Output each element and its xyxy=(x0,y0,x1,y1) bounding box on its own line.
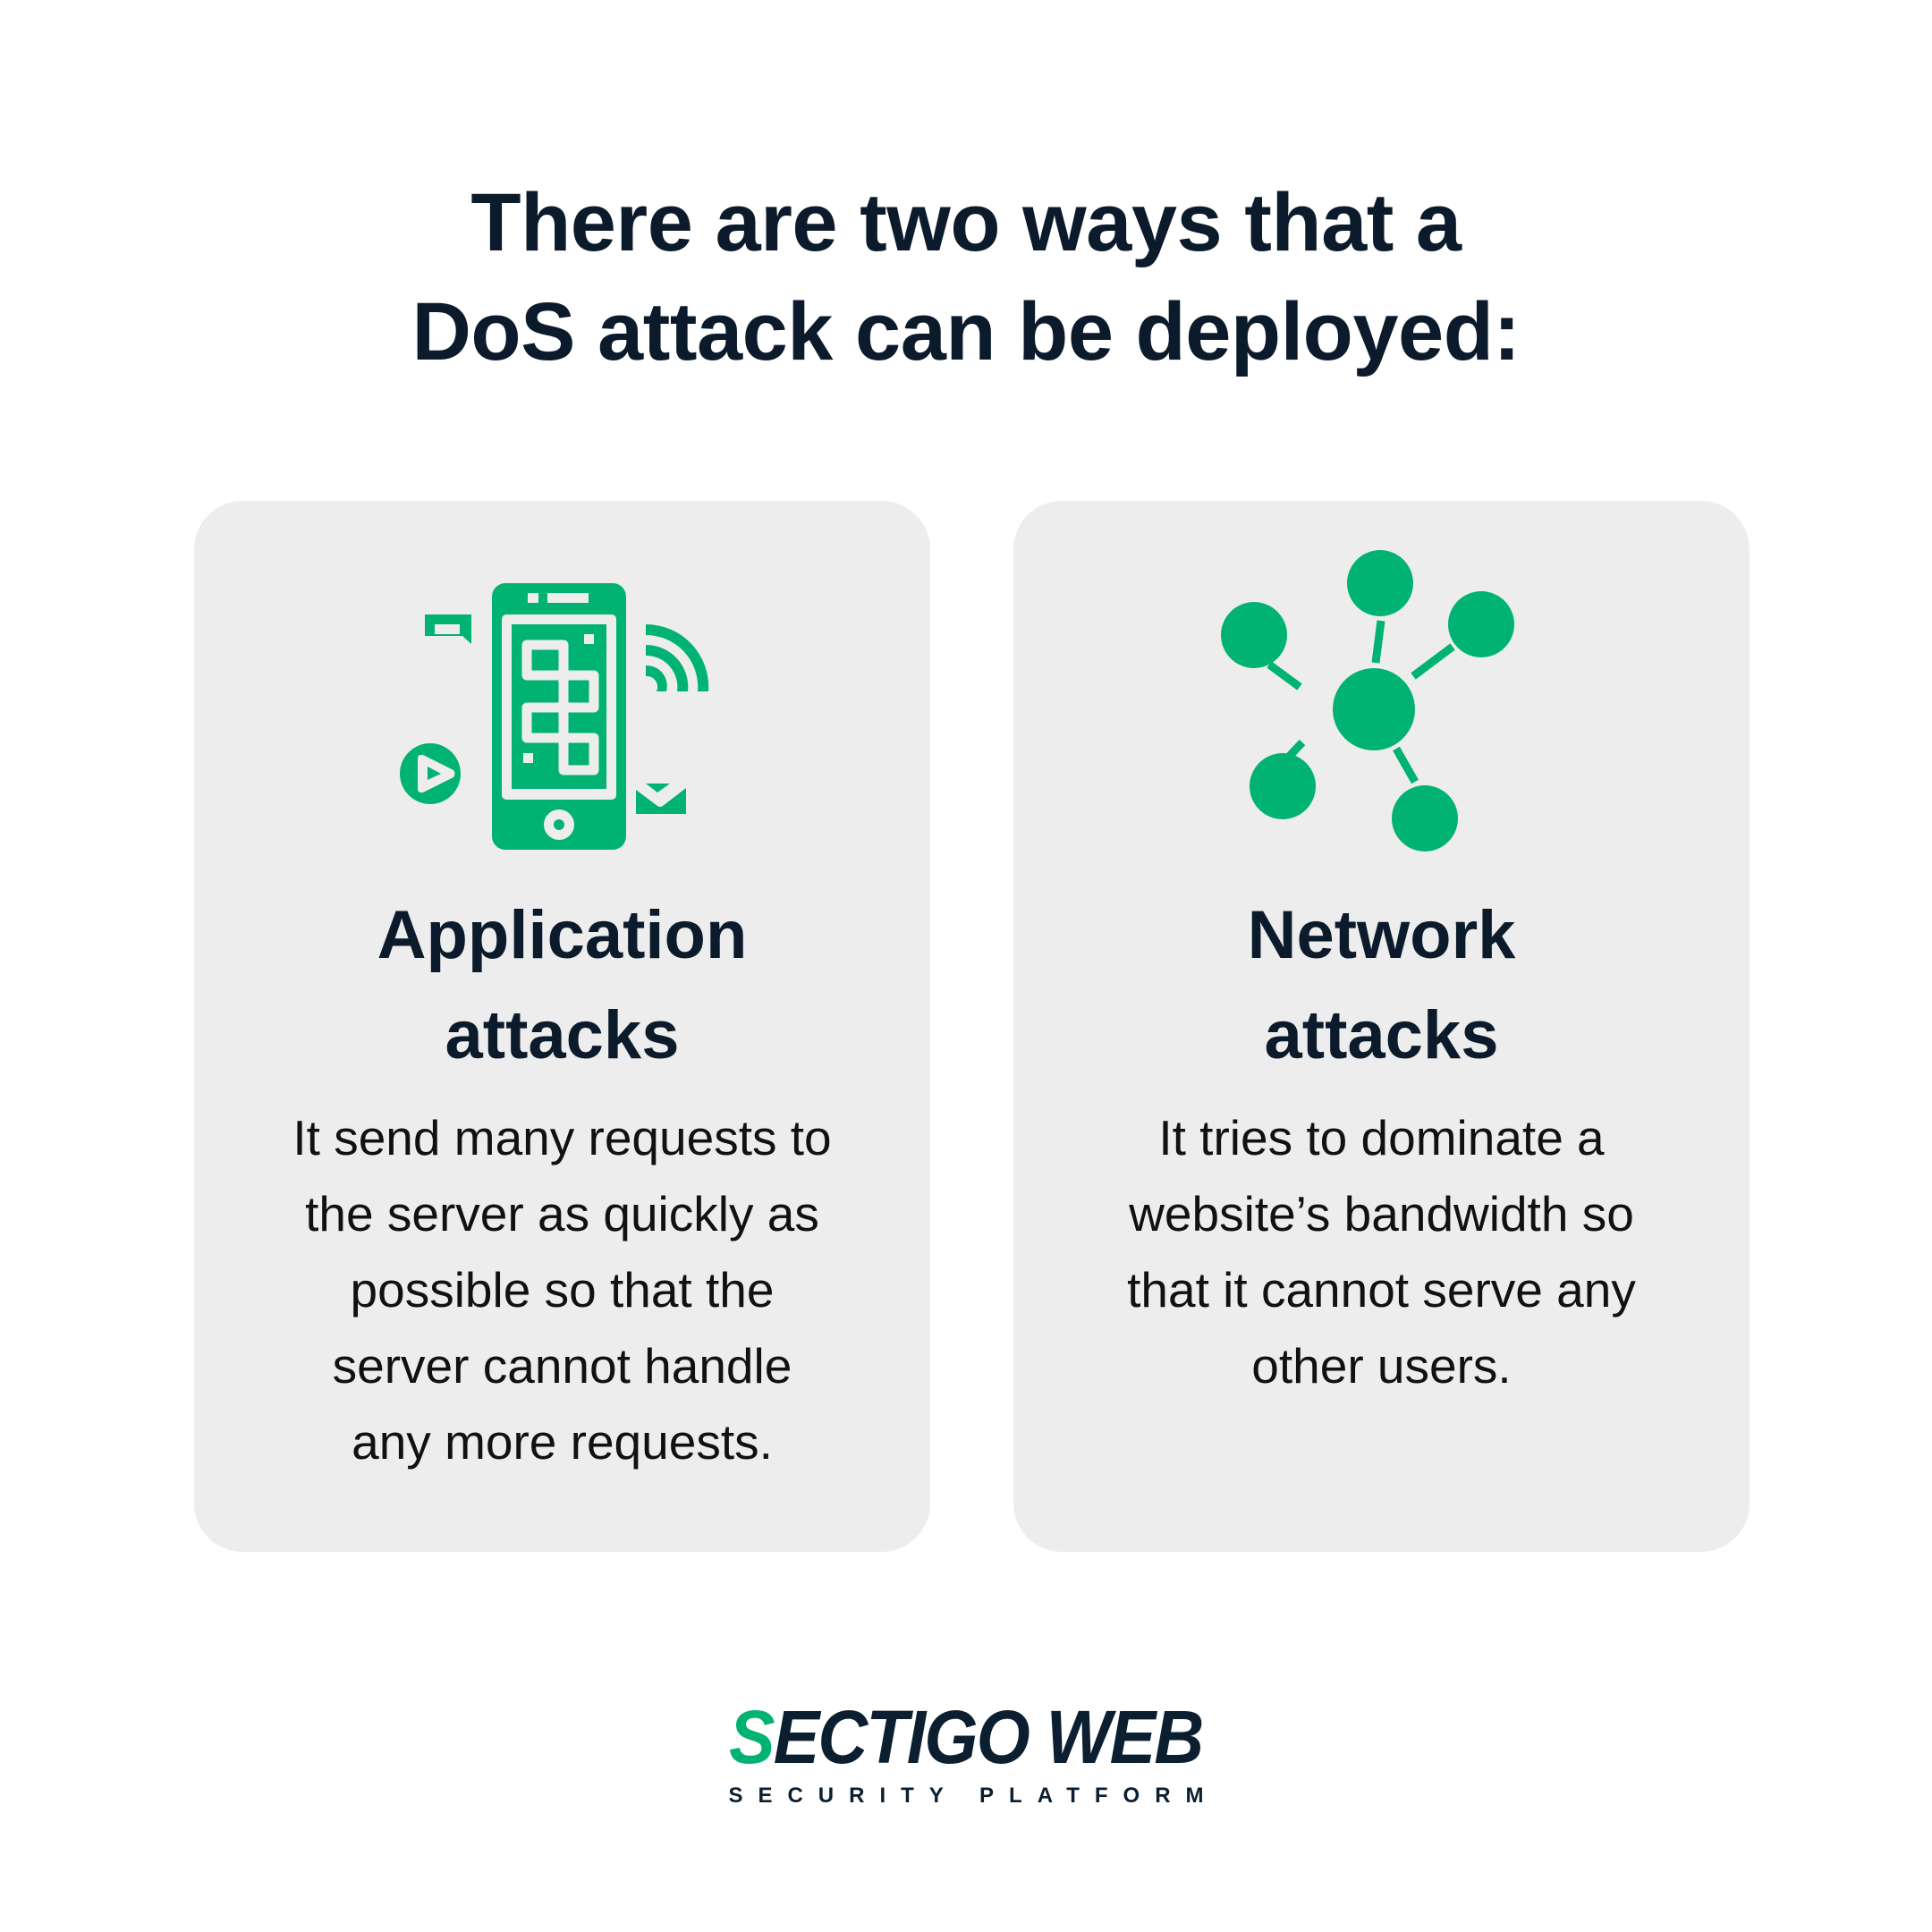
headline-line-2: DoS attack can be deployed: xyxy=(411,286,1521,377)
card-title: Network attacks xyxy=(1013,886,1750,1086)
card-title: Application attacks xyxy=(194,886,930,1086)
card-description-line: the server as quickly as xyxy=(305,1186,819,1241)
card-description-line: It send many requests to xyxy=(292,1110,832,1165)
logo-wordmark-text: ECTIGO WEB xyxy=(774,1695,1204,1779)
smartphone-apps-icon xyxy=(400,583,709,850)
card-description-line: any more requests. xyxy=(352,1414,773,1470)
sectigo-web-logo: SECTIGO WEB SECURITY PLATFORM xyxy=(0,1699,1932,1809)
card-description-line: website’s bandwidth so xyxy=(1129,1186,1634,1241)
application-attacks-card: Application attacks It send many request… xyxy=(194,501,930,1552)
logo-wordmark: SECTIGO WEB xyxy=(729,1699,1204,1775)
card-description: It tries to dominate a website’s bandwid… xyxy=(1049,1100,1714,1404)
network-nodes-icon xyxy=(1221,550,1514,852)
card-description-line: other users. xyxy=(1251,1338,1512,1394)
logo-tagline: SECURITY PLATFORM xyxy=(728,1784,1219,1808)
card-description-line: server cannot handle xyxy=(332,1338,792,1394)
logo-s-mark: S xyxy=(729,1695,775,1779)
card-title-line: attacks xyxy=(445,997,680,1073)
card-title-line: attacks xyxy=(1264,997,1499,1073)
card-title-line: Application xyxy=(377,897,748,973)
page-headline: There are two ways that a DoS attack can… xyxy=(0,168,1932,386)
card-description-line: that it cannot serve any xyxy=(1127,1262,1636,1318)
card-description-line: possible so that the xyxy=(350,1262,775,1318)
headline-line-1: There are two ways that a xyxy=(470,177,1462,268)
network-attacks-card: Network attacks It tries to dominate a w… xyxy=(1013,501,1750,1552)
card-title-line: Network xyxy=(1247,897,1516,973)
card-description: It send many requests to the server as q… xyxy=(230,1100,894,1480)
card-description-line: It tries to dominate a xyxy=(1158,1110,1605,1165)
